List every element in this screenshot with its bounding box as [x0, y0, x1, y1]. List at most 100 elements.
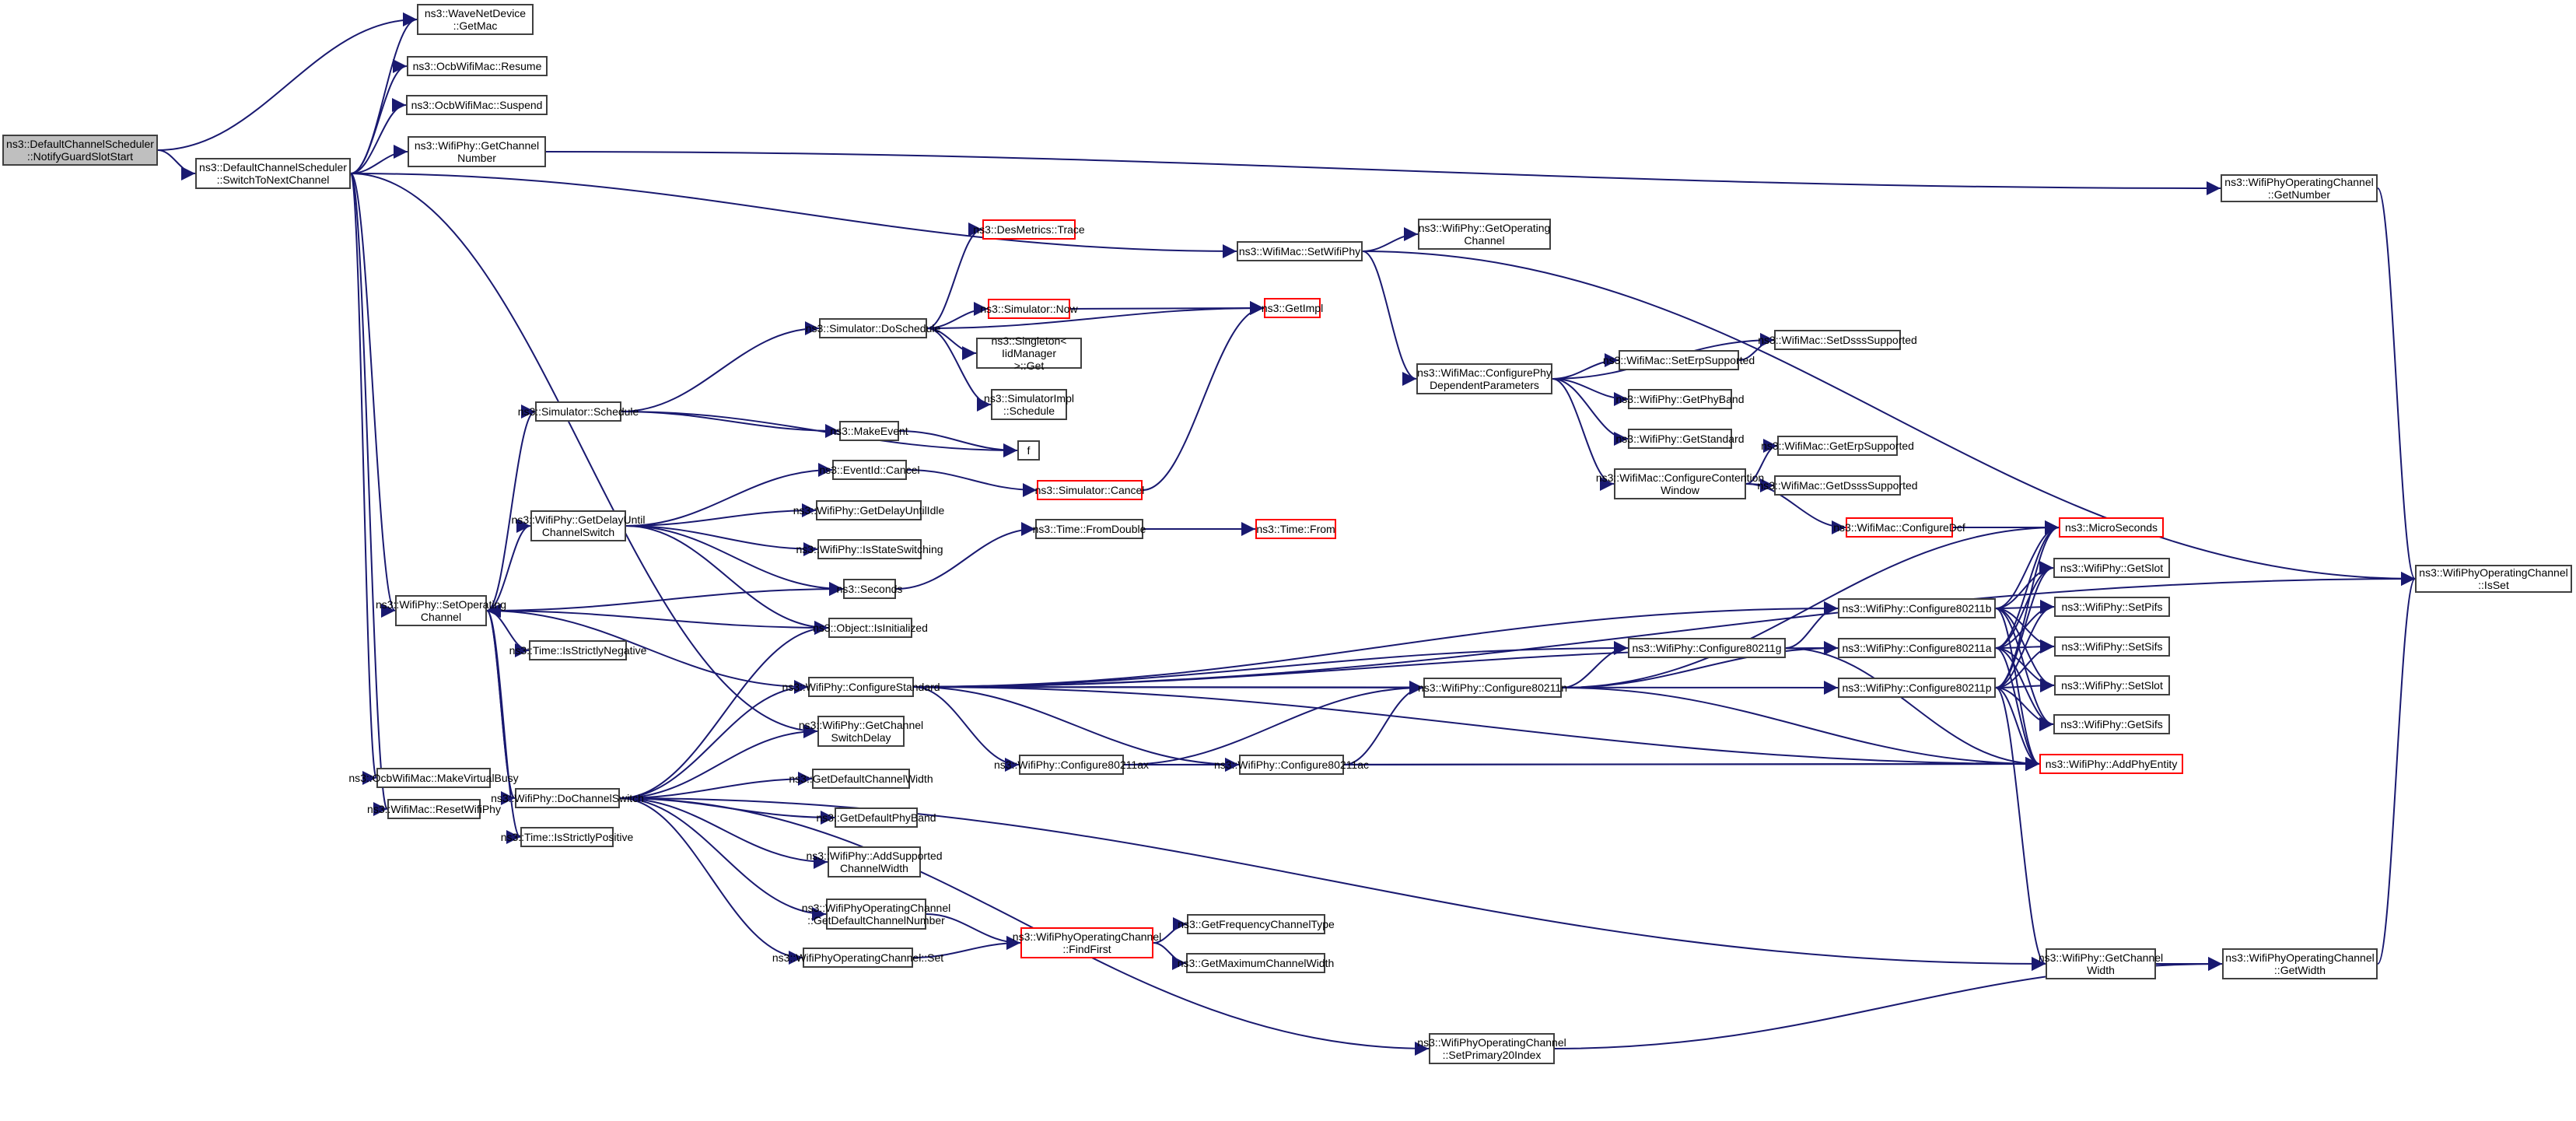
graph-node-defChanWidth[interactable]: ns3::GetDefaultChannelWidth	[789, 769, 933, 789]
graph-node-getDsss[interactable]: ns3::WifiMac::GetDsssSupported	[1757, 475, 1918, 496]
call-edge-c80211n-to-micro	[1561, 520, 2060, 688]
graph-node-c80211b[interactable]: ns3::WifiPhy::Configure80211b	[1838, 598, 1996, 618]
call-edge-switchNext-to-suspend	[350, 98, 407, 174]
graph-node-getErp[interactable]: ns3::WifiMac::GetErpSupported	[1761, 436, 1914, 456]
graph-node-simImplSched[interactable]: ns3::SimulatorImpl ::Schedule	[984, 389, 1074, 420]
graph-node-doSchedule[interactable]: ns3::Simulator::DoSchedule	[806, 318, 940, 338]
graph-node-getChanWidth[interactable]: ns3::WifiPhy::GetChannel Width	[2039, 948, 2163, 979]
call-edge-cfgPhyDep-to-getPhyBand	[1552, 378, 1629, 406]
graph-node-getOpChan[interactable]: ns3::WifiPhy::GetOperating Channel	[1418, 219, 1551, 250]
graph-node-c80211p[interactable]: ns3::WifiPhy::Configure80211p	[1838, 678, 1996, 698]
graph-node-findFirst[interactable]: ns3::WifiPhyOperatingChannel ::FindFirst	[1013, 927, 1161, 958]
graph-node-isSet[interactable]: ns3::WifiPhyOperatingChannel ::IsSet	[2415, 565, 2572, 593]
call-edge-c80211ac-to-c80211n	[1343, 681, 1424, 765]
graph-node-singleton[interactable]: ns3::Singleton< IidManager >::Get	[976, 335, 1082, 372]
graph-node-c80211n[interactable]: ns3::WifiPhy::Configure80211n	[1418, 678, 1567, 698]
graph-node-cfgPhyDep[interactable]: ns3::WifiMac::ConfigurePhy DependentPara…	[1416, 363, 1552, 394]
graph-node-makeVirtBusy[interactable]: ns3::OcbWifiMac::MakeVirtualBusy	[348, 768, 519, 788]
graph-node-resetWifiPhy[interactable]: ns3::WifiMac::ResetWifiPhy	[367, 799, 501, 819]
graph-node-getSifs[interactable]: ns3::WifiPhy::GetSifs	[2053, 714, 2170, 734]
call-edge-doChanSwitch-to-setOpChan	[486, 604, 516, 799]
graph-node-fromDouble[interactable]: ns3::Time::FromDouble	[1033, 519, 1146, 539]
graph-node-c80211ax[interactable]: ns3::WifiPhy::Configure80211ax	[994, 755, 1149, 775]
graph-node-freqChanType[interactable]: ns3::GetFrequencyChannelType	[1178, 914, 1335, 934]
graph-node-c80211g[interactable]: ns3::WifiPhy::Configure80211g	[1628, 638, 1786, 658]
graph-node-micro[interactable]: ns3::MicroSeconds	[2059, 517, 2164, 538]
call-edge-doChanSwitch-to-getDefChanNum	[619, 797, 827, 921]
graph-node-getImpl[interactable]: ns3::GetImpl	[1262, 298, 1323, 318]
call-edge-getChanNum-to-opGetNumber	[545, 151, 2221, 195]
call-edge-simSchedule-to-f	[621, 411, 1018, 457]
graph-node-c80211ac[interactable]: ns3::WifiPhy::Configure80211ac	[1214, 755, 1369, 775]
graph-node-timeFrom[interactable]: ns3::Time::From	[1255, 519, 1336, 539]
call-edge-switchNext-to-setWifiPhy	[350, 173, 1237, 258]
graph-node-configStd[interactable]: ns3::WifiPhy::ConfigureStandard	[782, 677, 940, 697]
graph-node-c80211a[interactable]: ns3::WifiPhy::Configure80211a	[1838, 638, 1996, 658]
graph-node-setDsss[interactable]: ns3::WifiMac::SetDsssSupported	[1758, 330, 1917, 350]
graph-node-setErp[interactable]: ns3::WifiMac::SetErpSupported	[1603, 350, 1755, 370]
graph-node-desTrace[interactable]: ns3::DesMetrics::Trace	[973, 219, 1085, 240]
graph-node-getMac[interactable]: ns3::WaveNetDevice ::GetMac	[417, 4, 534, 35]
graph-node-setPrimary20[interactable]: ns3::WifiPhyOperatingChannel ::SetPrimar…	[1417, 1033, 1566, 1064]
graph-node-setSlot[interactable]: ns3::WifiPhy::SetSlot	[2054, 675, 2170, 695]
call-edge-c80211g-to-addPhyEntity	[1785, 647, 2040, 771]
graph-node-resume[interactable]: ns3::OcbWifiMac::Resume	[407, 56, 548, 76]
call-edge-doSchedule-to-simNow	[926, 302, 989, 329]
graph-node-getPhyBand[interactable]: ns3::WifiPhy::GetPhyBand	[1616, 389, 1744, 409]
graph-node-cfgDcf[interactable]: ns3::WifiMac::ConfigureDcf	[1833, 517, 1965, 538]
call-edge-switchNext-to-setOpChan	[350, 173, 396, 618]
graph-node-simNow[interactable]: ns3::Simulator::Now	[980, 299, 1078, 319]
graph-node-opGetWidth[interactable]: ns3::WifiPhyOperatingChannel ::GetWidth	[2222, 948, 2378, 979]
graph-node-setWifiPhy[interactable]: ns3::WifiMac::SetWifiPhy	[1237, 241, 1363, 261]
call-edge-cfgPhyDep-to-getStandard	[1552, 378, 1629, 446]
call-edge-c80211p-to-getSlot	[1995, 561, 2054, 688]
graph-node-strictlyPos[interactable]: ns3::Time::IsStrictlyPositive	[501, 827, 633, 847]
graph-node-doChanSwitch[interactable]: ns3::WifiPhy::DoChannelSwitch	[491, 788, 644, 808]
graph-node-setSifs[interactable]: ns3::WifiPhy::SetSifs	[2054, 636, 2170, 657]
graph-node-f[interactable]: f	[1017, 440, 1040, 461]
graph-node-getSlot[interactable]: ns3::WifiPhy::GetSlot	[2053, 558, 2170, 578]
call-edge-switchNext-to-resume	[350, 59, 408, 174]
call-edge-seconds-to-fromDouble	[895, 522, 1036, 590]
graph-node-switchNext[interactable]: ns3::DefaultChannelScheduler ::SwitchToN…	[195, 158, 351, 189]
graph-node-isInitialized[interactable]: ns3::Object::IsInitialized	[813, 618, 928, 638]
graph-node-getDelayUntil[interactable]: ns3::WifiPhy::GetDelayUntil ChannelSwitc…	[512, 510, 645, 541]
call-edge-setOpChan-to-isInitialized	[486, 610, 829, 635]
graph-node-opGetNumber[interactable]: ns3::WifiPhyOperatingChannel ::GetNumber	[2221, 174, 2378, 202]
graph-node-opSet[interactable]: ns3::WifiPhyOperatingChannel::Set	[772, 948, 943, 968]
call-edge-c80211a-to-addPhyEntity	[1995, 647, 2040, 771]
graph-node-getChanNum[interactable]: ns3::WifiPhy::GetChannel Number	[408, 136, 546, 167]
graph-node-eventCancel[interactable]: ns3::EventId::Cancel	[819, 460, 920, 480]
call-edge-cfgContention-to-cfgDcf	[1745, 483, 1846, 534]
graph-node-isStateSwitching[interactable]: ns3::WifiPhy::IsStateSwitching	[796, 539, 943, 559]
graph-node-getDelayIdle[interactable]: ns3::WifiPhy::GetDelayUntilIdle	[793, 500, 944, 520]
graph-node-suspend[interactable]: ns3::OcbWifiMac::Suspend	[406, 95, 548, 115]
call-edge-configStd-to-c80211ax	[913, 686, 1020, 772]
graph-node-getStandard[interactable]: ns3::WifiPhy::GetStandard	[1616, 429, 1744, 449]
graph-node-addSuppWidth[interactable]: ns3::WifiPhy::AddSupported ChannelWidth	[806, 846, 943, 878]
graph-node-setPifs[interactable]: ns3::WifiPhy::SetPifs	[2054, 597, 2170, 617]
call-edge-opGetWidth-to-isSet	[2377, 572, 2416, 965]
graph-node-seconds[interactable]: ns3::Seconds	[837, 579, 902, 599]
graph-node-cfgContention[interactable]: ns3::WifiMac::ConfigureContention Window	[1596, 468, 1764, 499]
call-edge-getDelayUntil-to-isStateSwitching	[625, 525, 818, 556]
call-edge-makeEvent-to-f	[898, 430, 1018, 457]
call-edge-c80211n-to-addPhyEntity	[1561, 687, 2040, 771]
graph-node-defPhyBand[interactable]: ns3::GetDefaultPhyBand	[816, 807, 936, 828]
call-edge-doChanSwitch-to-isInitialized	[619, 621, 829, 799]
graph-node-addPhyEntity[interactable]: ns3::WifiPhy::AddPhyEntity	[2039, 754, 2183, 774]
graph-node-strictlyNeg[interactable]: ns3::Time::IsStrictlyNegative	[509, 640, 646, 660]
graph-node-getDefChanNum[interactable]: ns3::WifiPhyOperatingChannel ::GetDefaul…	[802, 899, 950, 930]
call-edge-doChanSwitch-to-getSwitchDelay	[619, 724, 818, 799]
graph-node-simSchedule[interactable]: ns3::Simulator::Schedule	[518, 401, 639, 422]
call-edge-doChanSwitch-to-opSet	[619, 797, 803, 965]
graph-node-makeEvent[interactable]: ns3::MakeEvent	[830, 421, 908, 441]
graph-node-setOpChan[interactable]: ns3::WifiPhy::SetOperating Channel	[376, 595, 506, 626]
graph-node-maxChanWidth[interactable]: ns3::GetMaximumChannelWidth	[1178, 953, 1334, 973]
call-edge-c80211p-to-getChanWidth	[1995, 687, 2046, 971]
call-edge-simNow-to-getImpl	[1069, 301, 1265, 316]
call-edge-simSchedule-to-doSchedule	[621, 321, 820, 412]
graph-node-getSwitchDelay[interactable]: ns3::WifiPhy::GetChannel SwitchDelay	[799, 716, 923, 747]
call-edge-configStd-to-c80211p	[913, 680, 1839, 695]
graph-node-simCancel[interactable]: ns3::Simulator::Cancel	[1035, 480, 1144, 500]
